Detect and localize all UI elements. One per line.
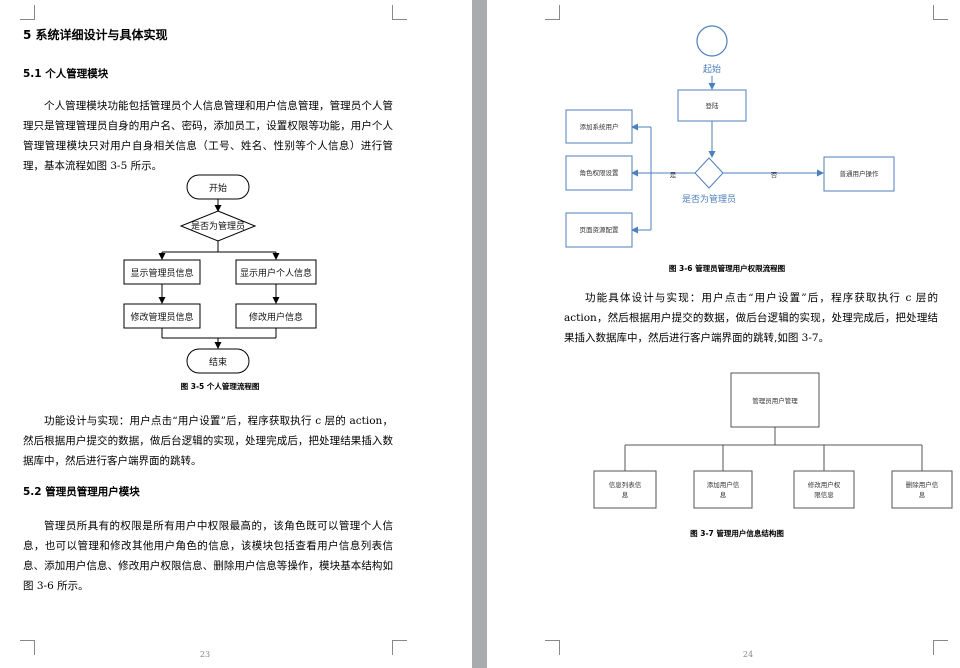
crop-mark [392,640,407,655]
body-paragraph: 个人管理模块功能包括管理员个人信息管理和用户信息管理，管理员个人管理只是管理管理… [23,100,393,172]
svg-text:页面资源配置: 页面资源配置 [580,225,620,234]
svg-text:登陆: 登陆 [706,101,720,110]
page-number: 24 [742,650,754,659]
svg-text:息: 息 [720,490,727,499]
chapter-title: 5 系统详细设计与具体实现 [23,28,168,42]
svg-text:删除用户信: 删除用户信 [906,480,939,489]
crop-mark [392,5,407,20]
crop-mark [20,5,35,20]
section-title: 5.2 管理员管理用户模块 [23,486,140,498]
left-box-3 [565,212,633,248]
decision-diamond [694,157,724,189]
left-box-1 [123,259,201,285]
decision-label: 是否为管理员 [191,220,245,232]
figure-caption: 图 3-5 个人管理流程图 [180,382,260,391]
login-box [677,89,747,122]
svg-text:息: 息 [622,490,629,499]
right-box [823,156,895,192]
svg-text:息: 息 [919,490,926,499]
section-title: 5.1 个人管理模块 [23,68,109,80]
page-number: 23 [199,650,211,659]
svg-text:角色权限设置: 角色权限设置 [580,168,620,177]
svg-text:添加用户信: 添加用户信 [707,480,740,489]
svg-text:显示管理员信息: 显示管理员信息 [130,267,193,279]
start-label: 起始 [703,63,721,75]
no-label: 否 [771,171,778,179]
body-paragraph: 功能设计与实现：用户点击“用户设置”后，程序获取执行 c 层的 action，然… [23,415,393,467]
child-node-4 [891,470,953,509]
yes-label: 是 [670,171,677,179]
child-node-1 [593,470,657,509]
right-box-1 [235,259,317,285]
body-paragraph: 功能具体设计与实现：用户点击“用户设置”后，程序获取执行 c 层的 action… [564,292,938,344]
figure-caption: 图 3-6 管理员管理用户权限流程图 [668,264,786,273]
right-box-2 [235,303,317,329]
crop-mark [545,5,560,20]
child-node-2 [693,470,753,509]
svg-text:添加系统用户: 添加系统用户 [580,122,619,131]
document-page-left: 5 系统详细设计与具体实现 5.1 个人管理模块 个人管理模块功能包括管理员个人… [0,0,472,668]
end-label: 结束 [209,356,227,368]
user-management-structure-diagram: 管理员用户管理 信息列表信 息 添加用户信 息 修改用户权 限信息 删除用户信 … [593,372,953,509]
crop-mark [933,640,948,655]
svg-text:信息列表信: 信息列表信 [609,480,642,489]
left-box-2 [565,155,633,191]
document-page-right: 起始 登陆 是否为管理员 是 添加系统用户 角色权限设置 页面资源配置 否 普通… [487,0,960,668]
admin-permission-flowchart: 起始 登陆 是否为管理员 是 添加系统用户 角色权限设置 页面资源配置 否 普通… [565,25,895,248]
end-terminal [186,348,250,374]
body-paragraph: 管理员所具有的权限是所有用户中权限最高的，该角色既可以管理个人信息，也可以管理和… [23,520,393,592]
start-circle [696,25,728,57]
svg-text:修改用户权: 修改用户权 [808,480,841,489]
svg-text:修改管理员信息: 修改管理员信息 [130,311,193,323]
figure-caption: 图 3-7 管理用户信息结构图 [690,529,784,538]
start-label: 开始 [209,182,227,194]
crop-mark [933,5,948,20]
personal-management-flowchart: 开始 是否为管理员 显示管理员信息 显示用户个人信息 修改管理员信息 修改用户信… [123,174,317,374]
svg-text:修改用户信息: 修改用户信息 [249,311,303,323]
svg-text:限信息: 限信息 [814,490,834,499]
svg-text:显示用户个人信息: 显示用户个人信息 [240,267,312,279]
svg-text:管理员用户管理: 管理员用户管理 [752,396,798,405]
left-box-1 [565,109,633,144]
child-node-3 [793,470,855,509]
crop-mark [545,640,560,655]
crop-mark [20,640,35,655]
svg-text:普通用户操作: 普通用户操作 [840,169,880,178]
decision-label: 是否为管理员 [682,193,736,205]
root-node [730,372,820,428]
left-box-2 [123,303,201,329]
